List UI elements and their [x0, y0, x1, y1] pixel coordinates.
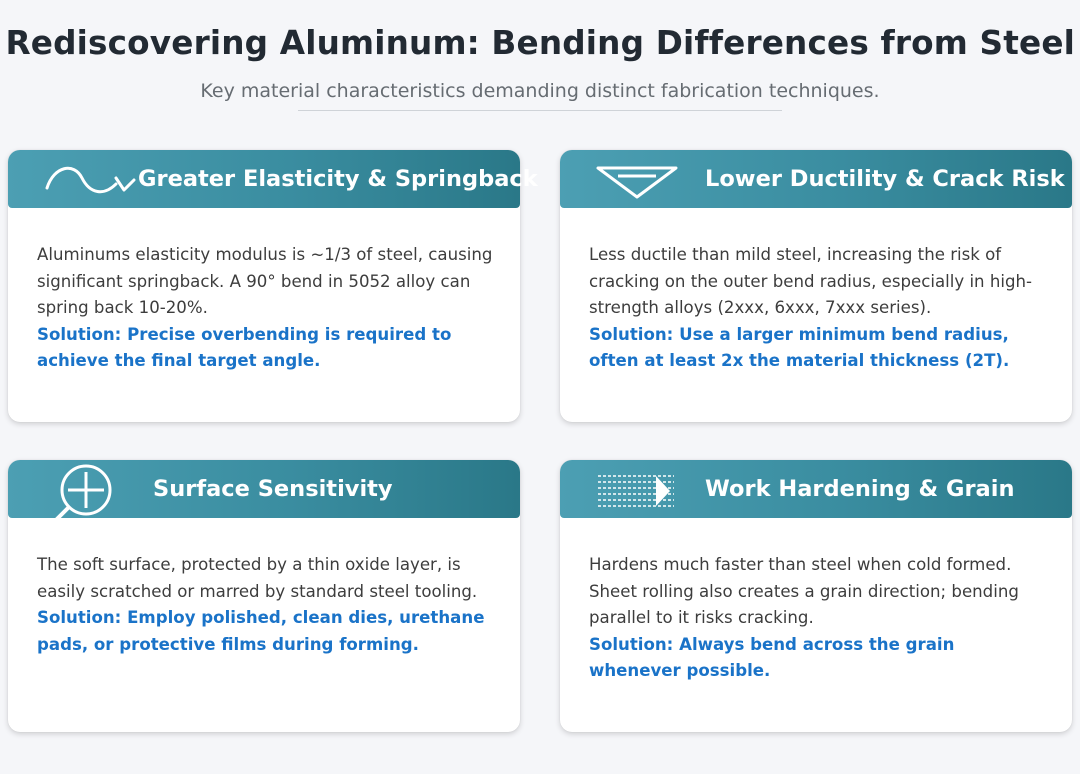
card-header: Work Hardening & Grain: [560, 460, 1072, 518]
card-header: Surface Sensitivity: [8, 460, 520, 524]
card-body: Aluminums elasticity modulus is ~1/3 of …: [37, 242, 497, 375]
page-title: Rediscovering Aluminum: Bending Differen…: [5, 23, 1075, 63]
card-elasticity-springback: Greater Elasticity & Springback Aluminum…: [8, 150, 538, 422]
card-body: Less ductile than mild steel, increasing…: [589, 242, 1049, 375]
card-title: Greater Elasticity & Springback: [138, 166, 538, 192]
card-description: Hardens much faster than steel when cold…: [589, 555, 1019, 627]
card-ductility-crack-risk: Lower Ductility & Crack Risk Less ductil…: [560, 150, 1072, 422]
card-title: Lower Ductility & Crack Risk: [705, 166, 1065, 192]
card-solution: Solution: Use a larger minimum bend radi…: [589, 324, 1010, 371]
magnifier-icon: [52, 464, 112, 524]
card-description: Less ductile than mild steel, increasing…: [589, 245, 1033, 317]
card-solution: Solution: Precise overbending is require…: [37, 324, 452, 371]
card-body: The soft surface, protected by a thin ox…: [37, 552, 497, 658]
v-bend-die-icon: [596, 166, 678, 199]
card-solution: Solution: Employ polished, clean dies, u…: [37, 608, 485, 654]
springback-wave-icon: [45, 166, 136, 194]
grain-direction-icon: [598, 475, 674, 507]
card-body: Hardens much faster than steel when cold…: [589, 552, 1049, 685]
subtitle-divider: [298, 110, 782, 111]
card-solution: Solution: Always bend across the grain w…: [589, 634, 955, 681]
card-work-hardening-grain: Work Hardening & Grain Hardens much fast…: [560, 460, 1072, 732]
card-title: Work Hardening & Grain: [705, 476, 1015, 502]
card-surface-sensitivity: Surface Sensitivity The soft surface, pr…: [8, 460, 520, 732]
page-subtitle: Key material characteristics demanding d…: [200, 80, 880, 102]
card-header: Lower Ductility & Crack Risk: [560, 150, 1072, 208]
card-description: The soft surface, protected by a thin ox…: [37, 555, 478, 601]
card-description: Aluminums elasticity modulus is ~1/3 of …: [37, 245, 493, 317]
card-header: Greater Elasticity & Springback: [8, 150, 538, 208]
card-title: Surface Sensitivity: [153, 476, 393, 502]
